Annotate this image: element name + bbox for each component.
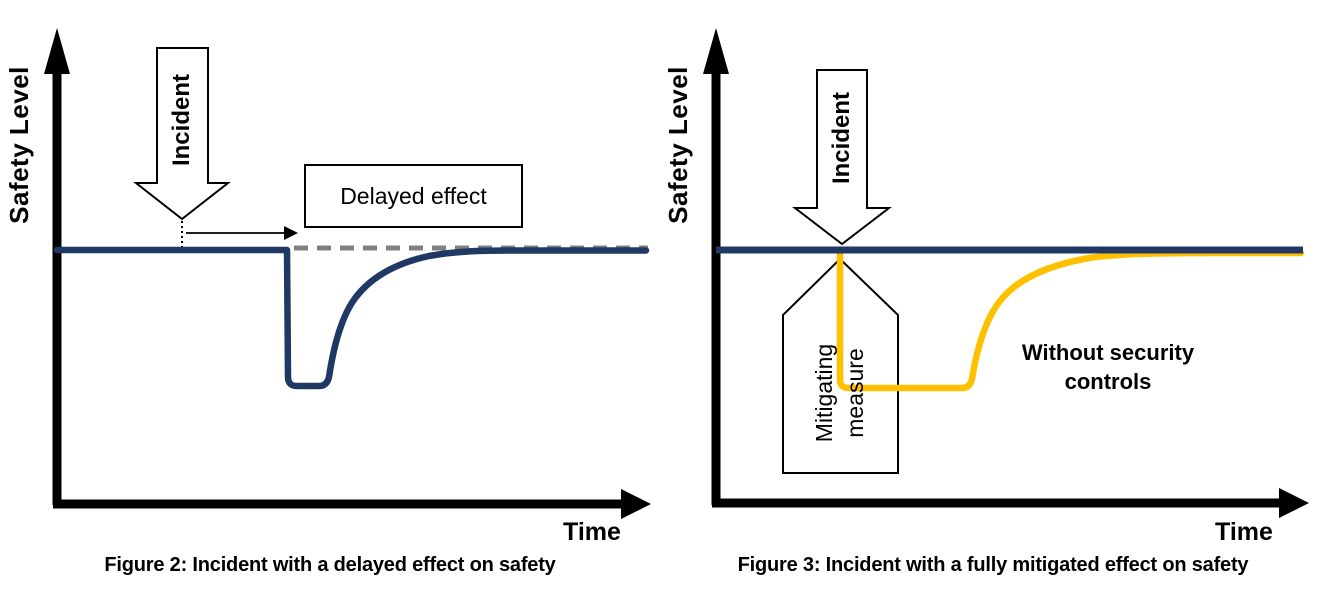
fig2-x-axis-label: Time [563,518,621,546]
fig2-y-axis-label: Safety Level [4,66,34,224]
fig3-y-axis-label: Safety Level [663,66,693,224]
fig2-delayed-effect-box [304,164,523,228]
fig3-mitigating-measure-label: Mitigating measure [811,343,868,443]
fig2-incident-block-arrow-icon [133,47,231,221]
fig3-incident-label: Incident [828,92,855,185]
fig2-safety-curve [53,246,650,390]
fig3-incident-block-arrow-icon [792,69,892,246]
fig3-without-controls-label: Without security controls [1021,340,1195,394]
fig2-caption: Figure 2: Incident with a delayed effect… [104,554,556,576]
fig3-y-axis-arrowhead-icon [703,28,729,74]
fig2-incident-label: Incident [168,74,195,167]
fig3-x-axis-label: Time [1215,518,1273,546]
fig2-x-axis-arrowhead-icon [621,489,651,519]
fig3-mitigating-measure-pentagon [782,257,899,474]
fig2-delayed-effect-label: Delayed effect [340,182,487,209]
fig3-without-controls-curve [836,248,1305,392]
fig2-y-axis-arrowhead-icon [44,28,70,74]
fig3-x-axis-arrowhead-icon [1279,488,1309,518]
fig2-delayed-effect-pointer-arrowhead-icon [284,226,298,240]
fig3-caption: Figure 3: Incident with a fully mitigate… [737,554,1249,576]
